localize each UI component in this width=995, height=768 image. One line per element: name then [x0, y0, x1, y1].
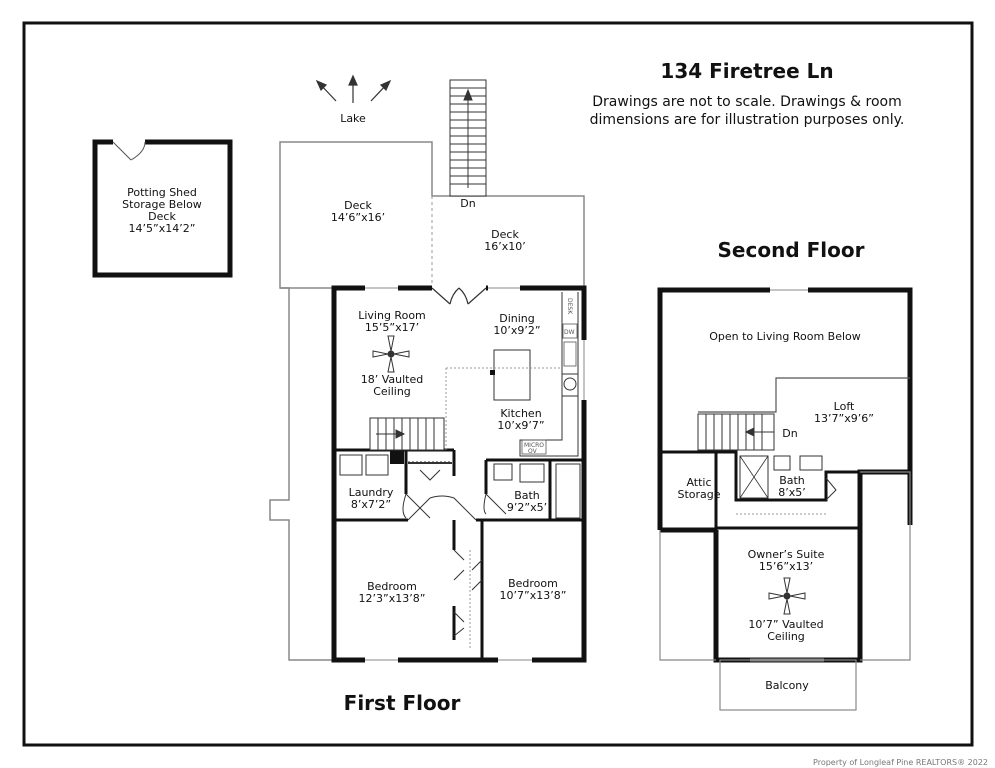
shower-icon	[739, 455, 769, 499]
owners-dims: 15’6”x13’	[759, 560, 813, 573]
open-label: Open to Living Room Below	[709, 330, 861, 343]
bedroom-doors	[453, 549, 483, 637]
living-note-1: 18’ Vaulted	[361, 373, 424, 386]
loft-dims: 13’7”x9’6”	[814, 412, 874, 425]
loft-stairs-dn: Dn	[782, 427, 797, 440]
deck-left-name: Deck	[344, 199, 372, 212]
roof-right	[860, 471, 911, 661]
owners-note-2: Ceiling	[767, 630, 805, 643]
closet-door	[419, 469, 441, 481]
deck-right-name: Deck	[491, 228, 519, 241]
shower-x	[739, 455, 769, 499]
micro-box	[521, 439, 547, 455]
laundry-dims: 8’x7’2”	[351, 498, 391, 511]
living-dims: 15’5”x17’	[365, 321, 419, 334]
fixture-ov: OV	[528, 448, 538, 455]
living-stairs	[369, 417, 445, 451]
balcony-label: Balcony	[765, 679, 809, 692]
potting-shed: Potting Shed Storage Below Deck 14’5”x14…	[92, 139, 233, 278]
shed-dims: 14’5”x14’2”	[129, 222, 196, 235]
address-title: 134 Firetree Ln	[660, 59, 833, 83]
wall-block	[390, 450, 404, 464]
roof-left	[659, 530, 716, 661]
disclaimer-line-2: dimensions are for illustration purposes…	[590, 112, 905, 128]
closet	[408, 462, 452, 464]
dishwasher	[562, 323, 578, 339]
upper-bath-name: Bath	[779, 474, 805, 487]
deck-right-dims: 16’x10’	[484, 240, 526, 253]
living-name: Living Room	[358, 309, 426, 322]
orientation-label: Lake	[340, 112, 366, 125]
credit-line: Property of Longleaf Pine REALTORS® 2022	[813, 758, 988, 767]
second-floor-plan: Open to Living Room Below Loft 13’7”x9’6…	[657, 287, 913, 711]
deck-stairs-dn: Dn	[460, 197, 475, 210]
interior-walls	[334, 448, 584, 660]
shed-label-1: Potting Shed	[127, 186, 197, 199]
first-floor-title: First Floor	[344, 691, 461, 715]
bedroom-left-dims: 12’3”x13’8”	[359, 592, 426, 605]
island-post	[490, 370, 495, 375]
loft-railing	[698, 377, 910, 413]
dryer-icon	[365, 454, 389, 476]
deck-left-dims: 14’6”x16’	[331, 211, 385, 224]
french-doors	[431, 287, 487, 305]
attic-label-1: Attic	[686, 476, 711, 489]
disclaimer-line-1: Drawings are not to scale. Drawings & ro…	[592, 94, 901, 110]
attic-label-2: Storage	[677, 488, 720, 501]
owners-name: Owner’s Suite	[748, 548, 825, 561]
hall-doors	[407, 495, 477, 521]
loft-stairs	[697, 413, 775, 451]
tub-icon	[555, 463, 581, 519]
fixture-dw: DW	[564, 329, 575, 336]
upper-vanity-icon	[799, 455, 823, 471]
shed-label-3: Deck	[148, 210, 176, 223]
kitchen-island	[493, 349, 531, 401]
bath-door	[483, 493, 507, 515]
toilet-icon	[493, 463, 513, 481]
loft-name: Loft	[834, 400, 855, 413]
fixture-desk: DESK	[566, 298, 573, 315]
bedroom-right-dims: 10’7”x13’8”	[500, 589, 567, 602]
deck-outline	[279, 141, 585, 289]
dining-name: Dining	[499, 312, 535, 325]
ceiling-fan-icon-2	[768, 577, 806, 615]
bedroom-left-name: Bedroom	[367, 580, 417, 593]
bedroom-right-name: Bedroom	[508, 577, 558, 590]
kitchen-dims: 10’x9’7”	[497, 419, 544, 432]
upper-bath-dims: 8’x5’	[778, 486, 806, 499]
dining-dims: 10’x9’2”	[493, 324, 540, 337]
washer-icon	[339, 454, 363, 476]
first-floor-plan: Dn Deck 14’6”x16’ Deck 16’x10’	[269, 79, 587, 663]
deck-lower-outline	[269, 287, 334, 661]
upper-toilet-icon	[773, 455, 791, 471]
sink-icon	[563, 341, 577, 367]
second-floor-title: Second Floor	[718, 238, 865, 262]
loft-wall	[660, 450, 910, 502]
orientation-arrows-icon	[315, 74, 392, 103]
kitchen-counter	[519, 292, 579, 457]
upper-bath-door	[825, 477, 837, 501]
bath-name: Bath	[514, 489, 540, 502]
laundry-name: Laundry	[349, 486, 394, 499]
owners-note-1: 10’7” Vaulted	[748, 618, 823, 631]
bath-dims: 9’2”x5’	[507, 501, 547, 514]
living-note-2: Ceiling	[373, 385, 411, 398]
deck-stairs	[449, 79, 487, 197]
stove-icon	[563, 377, 577, 391]
vanity-icon	[519, 463, 545, 483]
ceiling-fan-icon	[372, 335, 410, 373]
shed-label-2: Storage Below	[122, 198, 202, 211]
stove-box	[561, 373, 579, 397]
kitchen-name: Kitchen	[500, 407, 541, 420]
laundry-door	[402, 493, 431, 519]
fixture-micro: MICRO	[524, 442, 544, 449]
